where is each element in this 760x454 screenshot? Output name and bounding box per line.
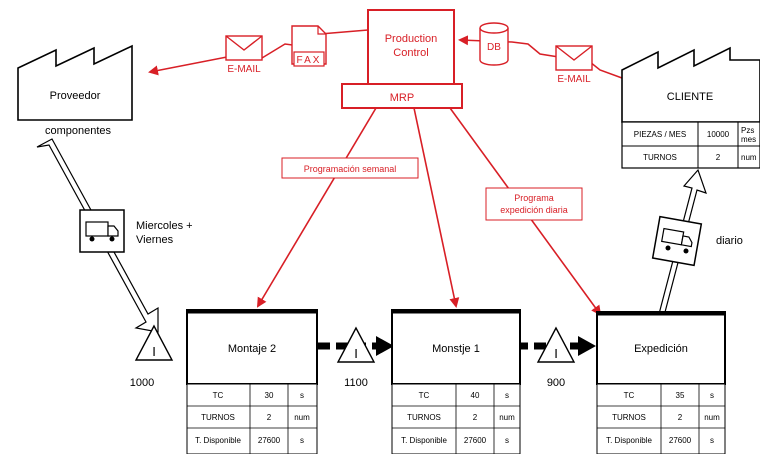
- inventory-quantity: 1000: [130, 377, 154, 389]
- process-cell: TC: [213, 391, 224, 400]
- info-flow-from-customer: [458, 35, 623, 79]
- inventory-symbol: I: [152, 344, 156, 359]
- process-data-table: TC 30 s TURNOS 2 num T. Disponible 27600…: [186, 383, 318, 454]
- process-name: Monstje 1: [432, 343, 480, 355]
- email-right-label: E-MAIL: [557, 74, 591, 85]
- production-control-title-line2: Control: [393, 47, 428, 59]
- process-cell: s: [300, 436, 304, 445]
- process-data-table: TC 35 s TURNOS 2 num T. Disponible 27600…: [596, 383, 726, 454]
- schedule-arrow-montaje-2: [256, 107, 377, 308]
- process-cell: num: [294, 413, 310, 422]
- customer-table-cell: mes: [741, 135, 756, 144]
- process-cell: T. Disponible: [195, 436, 241, 445]
- production-control[interactable]: Production Control: [367, 9, 455, 85]
- process-cell: TC: [624, 391, 635, 400]
- email-left: E-MAIL: [225, 35, 263, 75]
- process-box-monstje-1[interactable]: Monstje 1: [391, 309, 521, 385]
- customer-shipment-label: diario: [716, 235, 743, 247]
- fax-label: FAX: [297, 55, 322, 66]
- push-arrow-2: [516, 336, 596, 356]
- process-cell: TURNOS: [612, 413, 646, 422]
- supplier-truck-icon: [79, 209, 125, 253]
- process-cell: T. Disponible: [606, 436, 652, 445]
- email-right: E-MAIL: [555, 45, 593, 85]
- customer-data-table: PIEZAS / MES 10000 Pzs mes TURNOS 2 num: [621, 121, 760, 169]
- mrp-label: MRP: [390, 92, 414, 104]
- process-name: Expedición: [634, 343, 688, 355]
- daily-schedule-text-line2: expedición diaria: [500, 205, 568, 215]
- process-cell: s: [505, 436, 509, 445]
- process-cell: 27600: [669, 436, 692, 445]
- process-cell: s: [710, 391, 714, 400]
- process-cell: T. Disponible: [401, 436, 447, 445]
- email-left-label: E-MAIL: [227, 64, 261, 75]
- push-arrow-1: [318, 336, 394, 356]
- customer-table-cell: PIEZAS / MES: [634, 130, 686, 139]
- supplier-name: Proveedor: [50, 90, 101, 102]
- supplier-shipment-line1: Miercoles +: [136, 220, 193, 232]
- process-cell: TURNOS: [407, 413, 441, 422]
- inventory-symbol: I: [354, 346, 358, 361]
- process-cell: TC: [419, 391, 430, 400]
- process-cell: 2: [473, 413, 478, 422]
- schedule-arrow-monstje-1: [413, 107, 460, 308]
- process-cell: 30: [265, 391, 274, 400]
- process-cell: num: [704, 413, 720, 422]
- weekly-schedule-label: Programación semanal: [281, 157, 419, 179]
- process-cell: num: [499, 413, 515, 422]
- process-cell: 40: [471, 391, 480, 400]
- supplier-shipment-line2: Viernes: [136, 234, 174, 246]
- customer-factory[interactable]: CLIENTE: [621, 46, 760, 123]
- process-cell: 2: [267, 413, 272, 422]
- daily-schedule-text-line1: Programa: [514, 193, 554, 203]
- process-cell: s: [505, 391, 509, 400]
- inventory-triangle: I: [536, 326, 576, 363]
- customer-truck-icon: [651, 215, 703, 267]
- process-cell: 35: [676, 391, 685, 400]
- process-cell: 2: [678, 413, 683, 422]
- process-box-expedicion[interactable]: Expedición: [596, 311, 726, 385]
- process-cell: 27600: [464, 436, 487, 445]
- supplier-shipment-arrow: [36, 138, 159, 333]
- customer-name: CLIENTE: [667, 91, 713, 103]
- database-icon: DB: [479, 22, 509, 66]
- inventory-triangle: I: [336, 326, 376, 363]
- customer-table-cell: TURNOS: [643, 153, 677, 162]
- mrp-box[interactable]: MRP: [341, 83, 463, 109]
- process-cell: 27600: [258, 436, 281, 445]
- fax-icon: FAX: [291, 25, 327, 67]
- database-label: DB: [487, 42, 501, 53]
- inventory-quantity: 1100: [344, 377, 368, 389]
- process-name: Montaje 2: [228, 343, 276, 355]
- customer-table-cell: Pzs: [741, 126, 754, 135]
- process-cell: s: [710, 436, 714, 445]
- daily-schedule-label: Programa expedición diaria: [485, 187, 583, 221]
- process-cell: TURNOS: [201, 413, 235, 422]
- process-data-table: TC 40 s TURNOS 2 num T. Disponible 27600…: [391, 383, 521, 454]
- inventory-symbol: I: [554, 346, 558, 361]
- supplier-factory[interactable]: Proveedor: [17, 44, 133, 121]
- inventory-quantity: 900: [547, 377, 565, 389]
- inventory-triangle: I: [134, 324, 174, 361]
- process-cell: s: [300, 391, 304, 400]
- customer-table-cell: 2: [716, 153, 721, 162]
- weekly-schedule-text: Programación semanal: [304, 164, 397, 174]
- customer-table-cell: 10000: [707, 130, 730, 139]
- process-box-montaje-2[interactable]: Montaje 2: [186, 309, 318, 385]
- supplier-material-label: componentes: [45, 125, 112, 137]
- production-control-title-line1: Production: [385, 33, 438, 45]
- customer-table-cell: num: [741, 153, 757, 162]
